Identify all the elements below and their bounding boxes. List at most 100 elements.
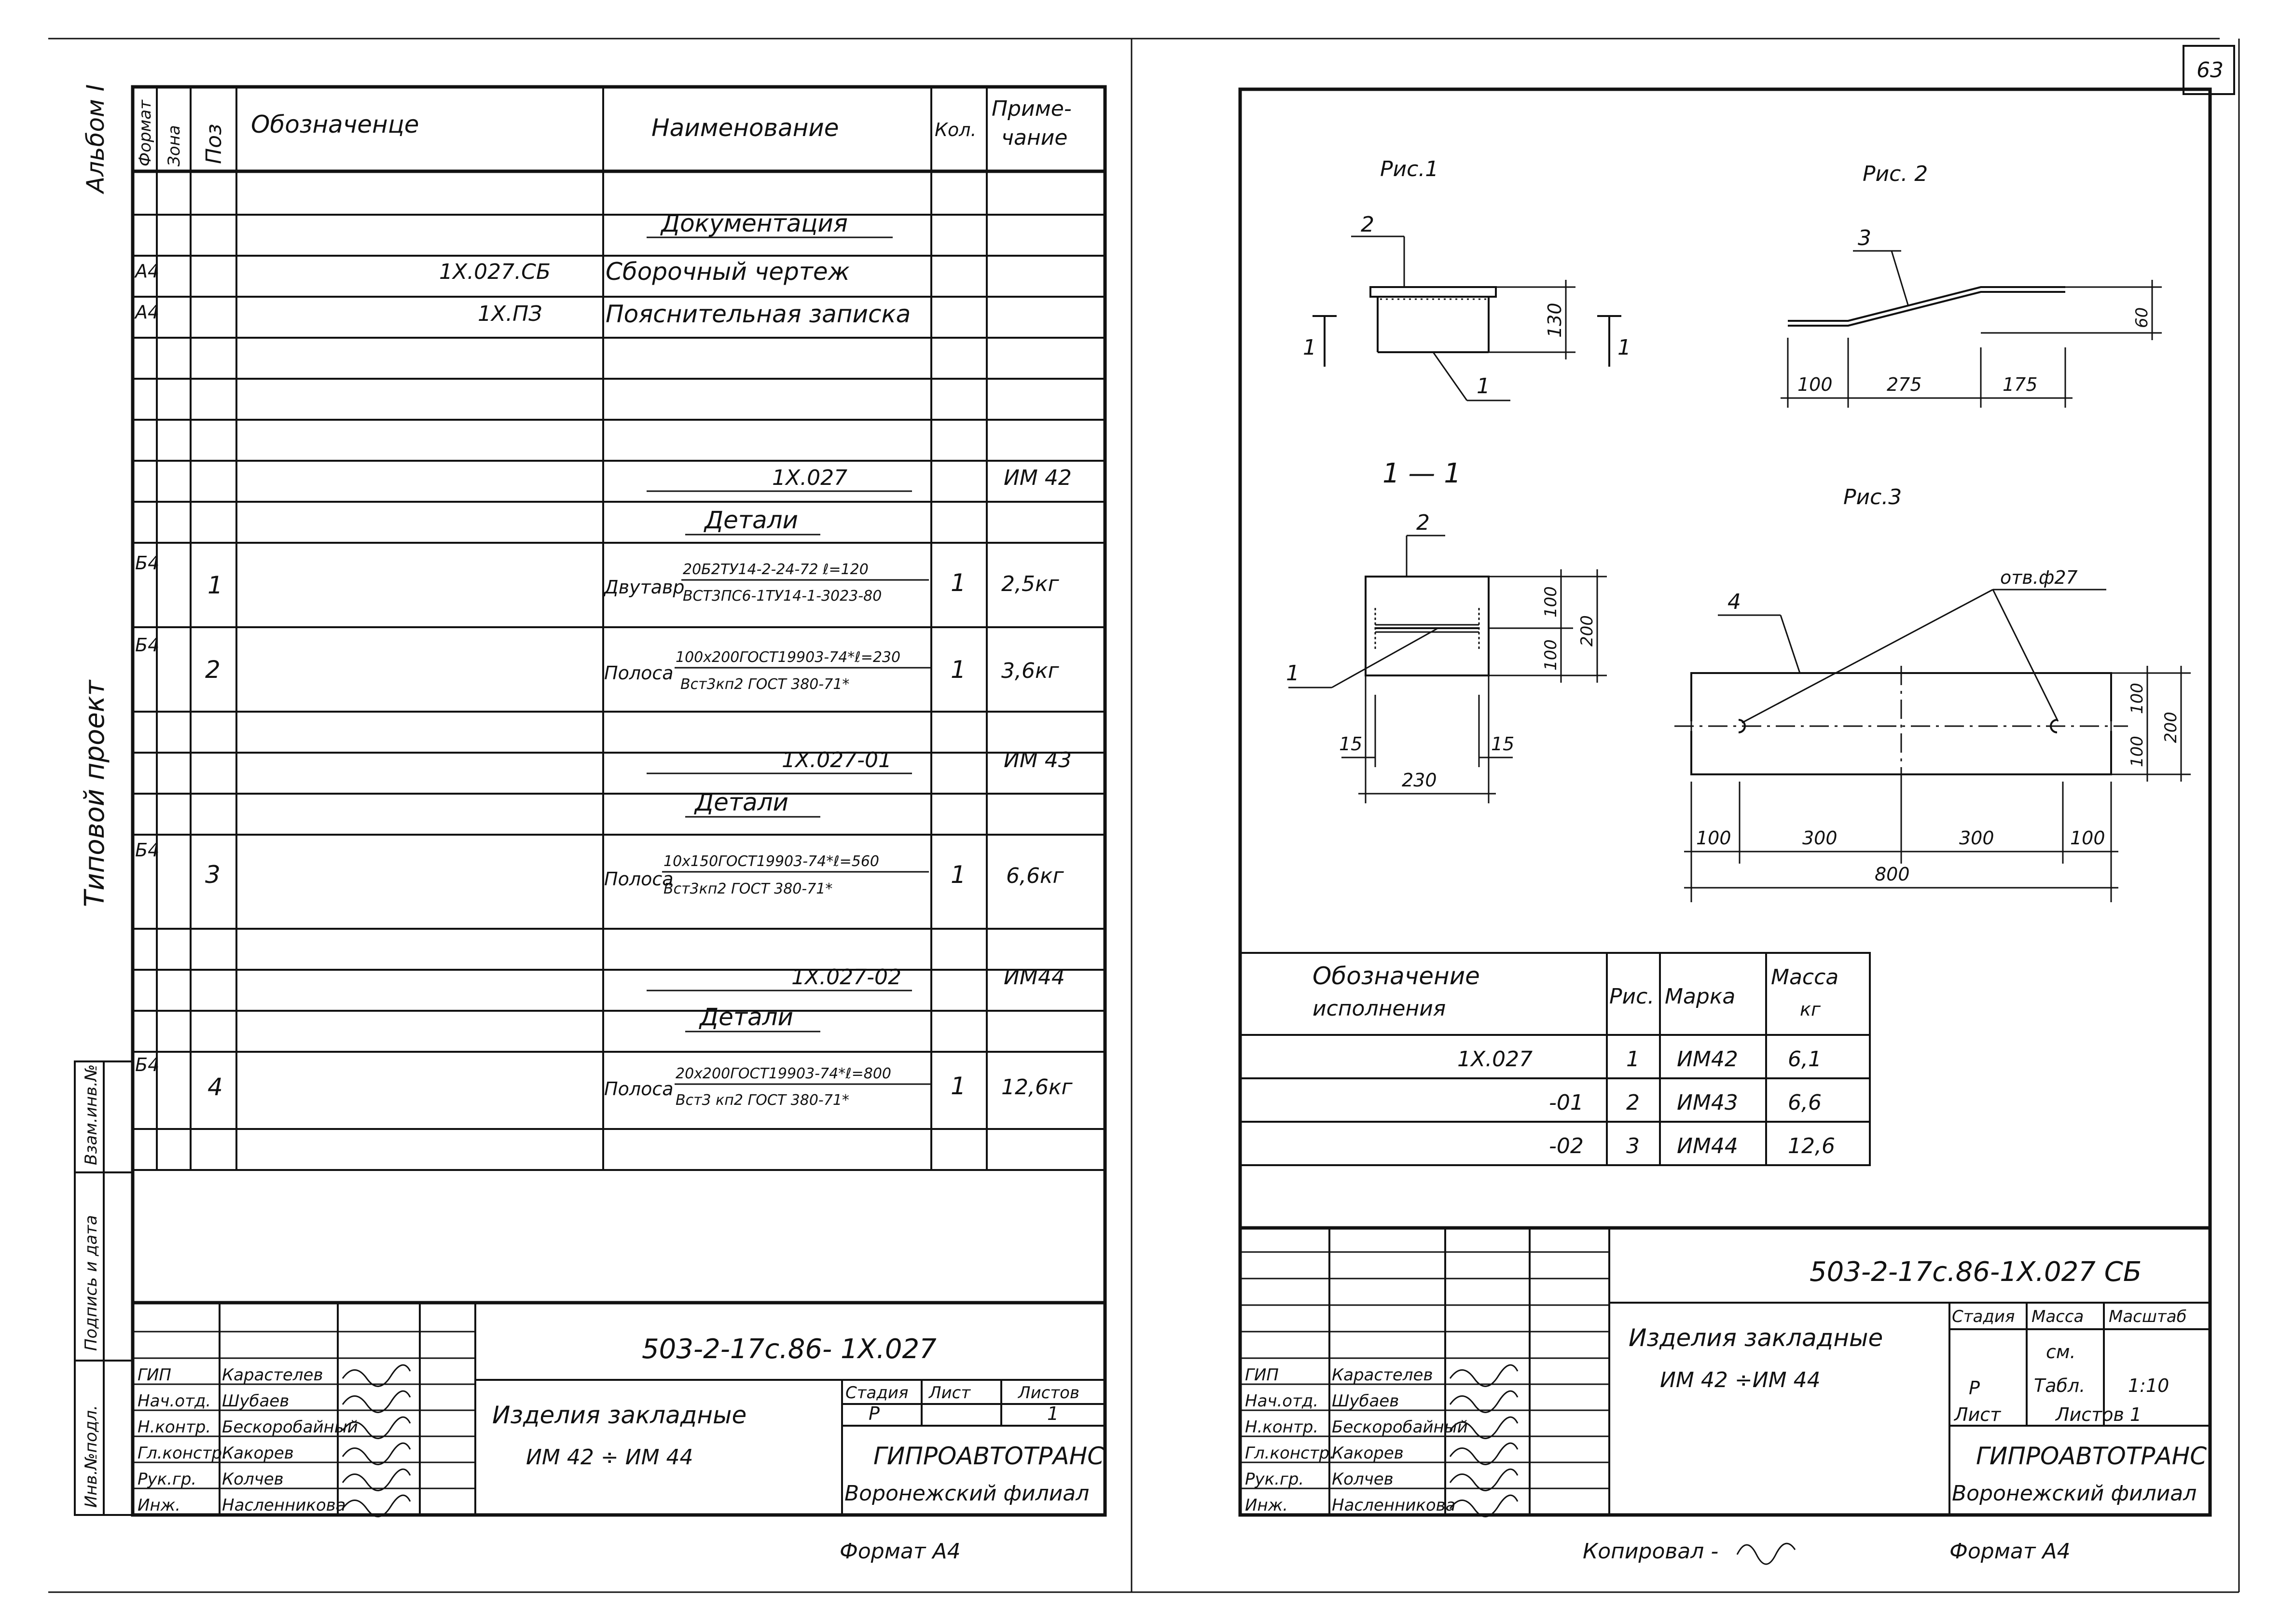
p1-note: 2,5кг [1001, 572, 1060, 596]
exec-row-mark-1: ИМ43 [1677, 1090, 1738, 1115]
fig3-dim-b300b: 300 [1959, 827, 1994, 849]
section-dim-15b: 15 [1491, 733, 1514, 755]
left-tb-name-0: Карастелев [222, 1365, 323, 1385]
p1-name: Двутавр [603, 577, 685, 598]
p4-note: 12,6кг [1001, 1075, 1073, 1100]
left-sheets: 1 [1047, 1403, 1059, 1424]
exec-row-mass-0: 6,1 [1788, 1047, 1822, 1072]
p1-pos: 1 [207, 571, 223, 599]
right-tb-name-3: Какорев [1332, 1444, 1404, 1463]
v2-heading: Детали [694, 788, 788, 816]
right-scale: 1:10 [2128, 1375, 2169, 1396]
binding-replace-label: Взам.инв.№ [82, 1064, 101, 1165]
p3-numerator: 10х150ГОСТ19903-74*ℓ=560 [663, 853, 879, 870]
p3-format: Б4 [135, 840, 159, 861]
v3-heading: Детали [699, 1003, 793, 1031]
right-code: 503-2-17с.86-1Х.027 СБ [1810, 1256, 2142, 1288]
left-tb-signature-0 [342, 1364, 411, 1387]
left-tb-role-3: Гл.констр. [138, 1444, 227, 1463]
doc1-format: А4 [134, 261, 159, 282]
left-tb-role-0: ГИП [138, 1365, 171, 1385]
right-stage: Р [1969, 1377, 1980, 1399]
section-dim-100a: 100 [1541, 586, 1561, 618]
left-org-1: ГИПРОАВТОТРАНС [873, 1442, 1104, 1470]
section-dim-15a: 15 [1339, 733, 1362, 755]
header-name: Наименование [651, 114, 839, 142]
doc-heading: Документация [660, 209, 848, 237]
right-tb-signature-3 [1449, 1442, 1519, 1465]
p3-note: 6,6кг [1006, 864, 1064, 888]
fig3-dim-100a: 100 [2128, 683, 2147, 714]
left-code: 503-2-17с.86- 1Х.027 [642, 1334, 937, 1365]
exec-row-fig-2: 3 [1626, 1134, 1640, 1158]
fig2-tag-3: 3 [1858, 226, 1871, 250]
p3-name: Полоса [604, 868, 674, 890]
p4-pos: 4 [207, 1073, 223, 1101]
p3-pos: 3 [205, 861, 221, 889]
p2-denominator: Вст3кп2 ГОСТ 380-71* [680, 676, 849, 693]
fig1-tag-2: 2 [1361, 212, 1374, 237]
right-frame [1238, 87, 2212, 1517]
doc1-name: Сборочный чертеж [606, 258, 850, 286]
p2-qty: 1 [951, 656, 966, 684]
right-title-block [1240, 1226, 2210, 1515]
fig3-dim-800: 800 [1875, 864, 1910, 885]
right-format: Формат А4 [1949, 1539, 2071, 1564]
header-zone: Зона [165, 125, 184, 166]
p1-numerator: 20Б2ТУ14-2-24-72 ℓ=120 [683, 561, 869, 578]
left-tb-signature-5 [342, 1494, 411, 1517]
left-tb-role-4: Рук.гр. [138, 1470, 196, 1489]
section-tag-1: 1 [1286, 661, 1299, 686]
binding-sign-label: Подпись и дата [82, 1215, 101, 1351]
right-tb-name-1: Шубаев [1332, 1391, 1399, 1411]
right-product-2: ИМ 42 ÷ИМ 44 [1660, 1368, 1821, 1392]
p1-format: Б4 [135, 552, 159, 574]
header-qty: Кол. [935, 119, 977, 140]
v1-note: ИМ 42 [1004, 466, 1072, 490]
p3-denominator: Вст3кп2 ГОСТ 380-71* [663, 881, 832, 897]
fig3-hole-label: отв.ф27 [2000, 567, 2078, 588]
right-product-1: Изделия закладные [1629, 1324, 1883, 1352]
right-tb-name-0: Карастелев [1332, 1365, 1433, 1385]
p2-format: Б4 [135, 634, 159, 656]
exec-row-mark-2: ИМ44 [1677, 1134, 1738, 1158]
fig2-dim-275: 275 [1887, 374, 1922, 395]
copied-signature [1736, 1542, 1796, 1565]
right-sheet: Рис.1 2 1 130 1 1 1 — 1 [1238, 87, 2212, 1565]
binding-inv-label: Инв.№подл. [82, 1405, 101, 1508]
v3-designation: 1Х.027-02 [791, 965, 901, 990]
p4-denominator: Вст3 кп2 ГОСТ 380-71* [676, 1092, 849, 1109]
fig1-dim-130: 130 [1544, 303, 1565, 338]
exec-h-mass-1: Масса [1771, 965, 1838, 990]
exec-row-mass-2: 12,6 [1788, 1134, 1835, 1158]
section-dim-200: 200 [1577, 615, 1597, 647]
v3-note: ИМ44 [1004, 965, 1065, 990]
fig3-tag-4: 4 [1727, 590, 1741, 614]
right-tb-role-4: Рук.гр. [1245, 1470, 1304, 1489]
right-mass-1: см. [2046, 1341, 2076, 1363]
exec-row-designation-1: -01 [1549, 1090, 1584, 1115]
p4-numerator: 20х200ГОСТ19903-74*ℓ=800 [676, 1065, 891, 1082]
right-tb-signature-1 [1449, 1390, 1519, 1413]
left-tb-role-5: Инж. [138, 1496, 180, 1515]
fig2: Рис. 2 3 60 100 275 175 [1781, 162, 2162, 408]
doc2-designation: 1Х.ПЗ [478, 302, 542, 326]
p1-qty: 1 [951, 569, 966, 597]
doc2-name: Пояснительная записка [606, 300, 911, 328]
fig3-title: Рис.3 [1843, 485, 1902, 509]
fig3-dim-b100b: 100 [2070, 827, 2105, 849]
left-tb-role-2: Н.контр. [138, 1418, 211, 1437]
left-tb-signature-4 [342, 1468, 411, 1491]
fig3-dim-b300a: 300 [1802, 827, 1838, 849]
p1-denominator: ВСТ3ПС6-1ТУ14-1-3023-80 [683, 588, 882, 605]
project-type-label: Типовой проект [79, 679, 111, 907]
p2-numerator: 100х200ГОСТ19903-74*ℓ=230 [676, 649, 900, 666]
right-tb-signature-5 [1449, 1494, 1519, 1517]
left-stage: Р [869, 1403, 880, 1424]
right-stage-label: Стадия [1952, 1307, 2015, 1326]
right-org-2: Воронежский филиал [1952, 1481, 2197, 1506]
v1-designation: 1Х.027 [772, 466, 847, 490]
left-tb-name-2: Бескоробайный [222, 1418, 358, 1437]
